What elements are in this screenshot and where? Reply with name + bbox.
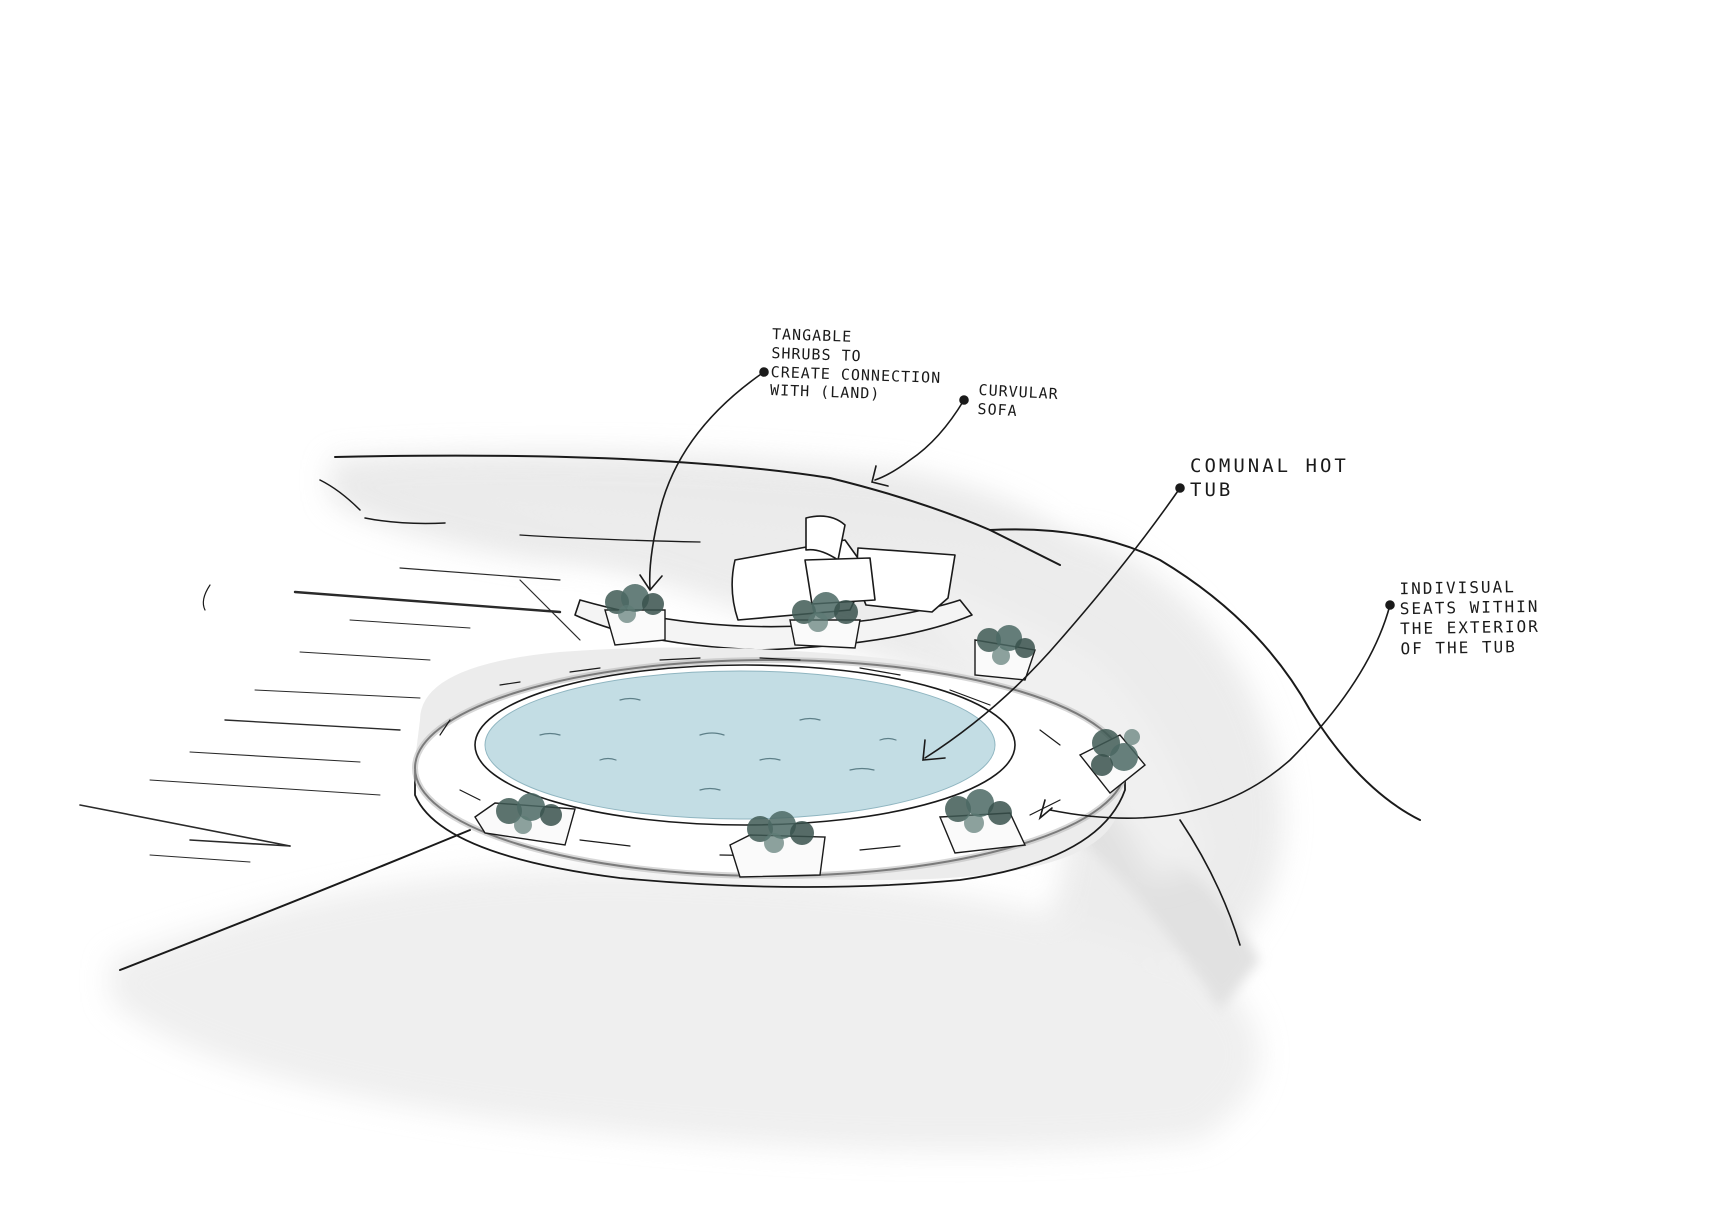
planter-box — [605, 584, 665, 645]
sofa-arrow — [875, 400, 964, 480]
annotation-seats: INDIVISUAL SEATS WITHIN THE EXTERIOR OF … — [1399, 577, 1540, 659]
annotation-shrubs: TANGABLE SHRUBS TO CREATE CONNECTION WIT… — [770, 325, 943, 406]
annotation-hot-tub: COMUNAL HOT TUB — [1190, 455, 1349, 503]
tub-water — [485, 671, 995, 819]
annotation-sofa: CURVULAR SOFA — [977, 381, 1059, 423]
